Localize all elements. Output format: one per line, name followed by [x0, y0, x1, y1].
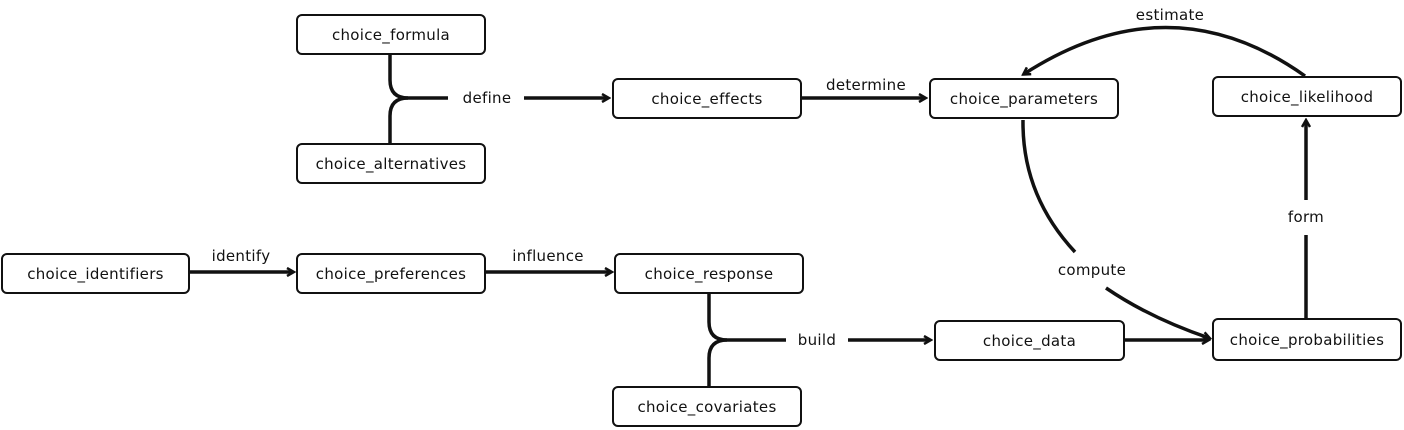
node-choice-covariates[interactable]: choice_covariates	[612, 386, 802, 427]
node-choice-alternatives[interactable]: choice_alternatives	[296, 143, 486, 184]
edge-label-define: define	[458, 89, 516, 107]
edge-formula-bracket	[388, 55, 448, 100]
node-choice-preferences[interactable]: choice_preferences	[296, 253, 486, 294]
edge-label-estimate: estimate	[1131, 6, 1209, 24]
node-choice-probabilities[interactable]: choice_probabilities	[1212, 318, 1402, 361]
edge-alternatives-bracket	[388, 96, 409, 143]
edge-estimate-arrow	[1024, 25, 1307, 78]
edge-label-build: build	[793, 331, 841, 349]
edge-response-bracket	[707, 294, 786, 342]
edge-compute-lower	[1105, 286, 1209, 338]
node-choice-identifiers[interactable]: choice_identifiers	[1, 253, 190, 294]
edge-covariates-bracket	[707, 338, 728, 386]
node-choice-effects[interactable]: choice_effects	[612, 78, 802, 119]
edge-label-influence: influence	[512, 247, 584, 265]
edge-label-determine: determine	[826, 76, 906, 94]
edge-compute-upper	[1021, 119, 1077, 254]
edge-label-form: form	[1283, 208, 1329, 226]
edge-label-compute: compute	[1053, 261, 1131, 279]
node-choice-likelihood[interactable]: choice_likelihood	[1212, 76, 1402, 117]
node-choice-response[interactable]: choice_response	[614, 253, 804, 294]
node-choice-data[interactable]: choice_data	[934, 320, 1125, 361]
node-choice-parameters[interactable]: choice_parameters	[929, 78, 1119, 119]
node-choice-formula[interactable]: choice_formula	[296, 14, 486, 55]
edge-label-identify: identify	[211, 247, 271, 265]
